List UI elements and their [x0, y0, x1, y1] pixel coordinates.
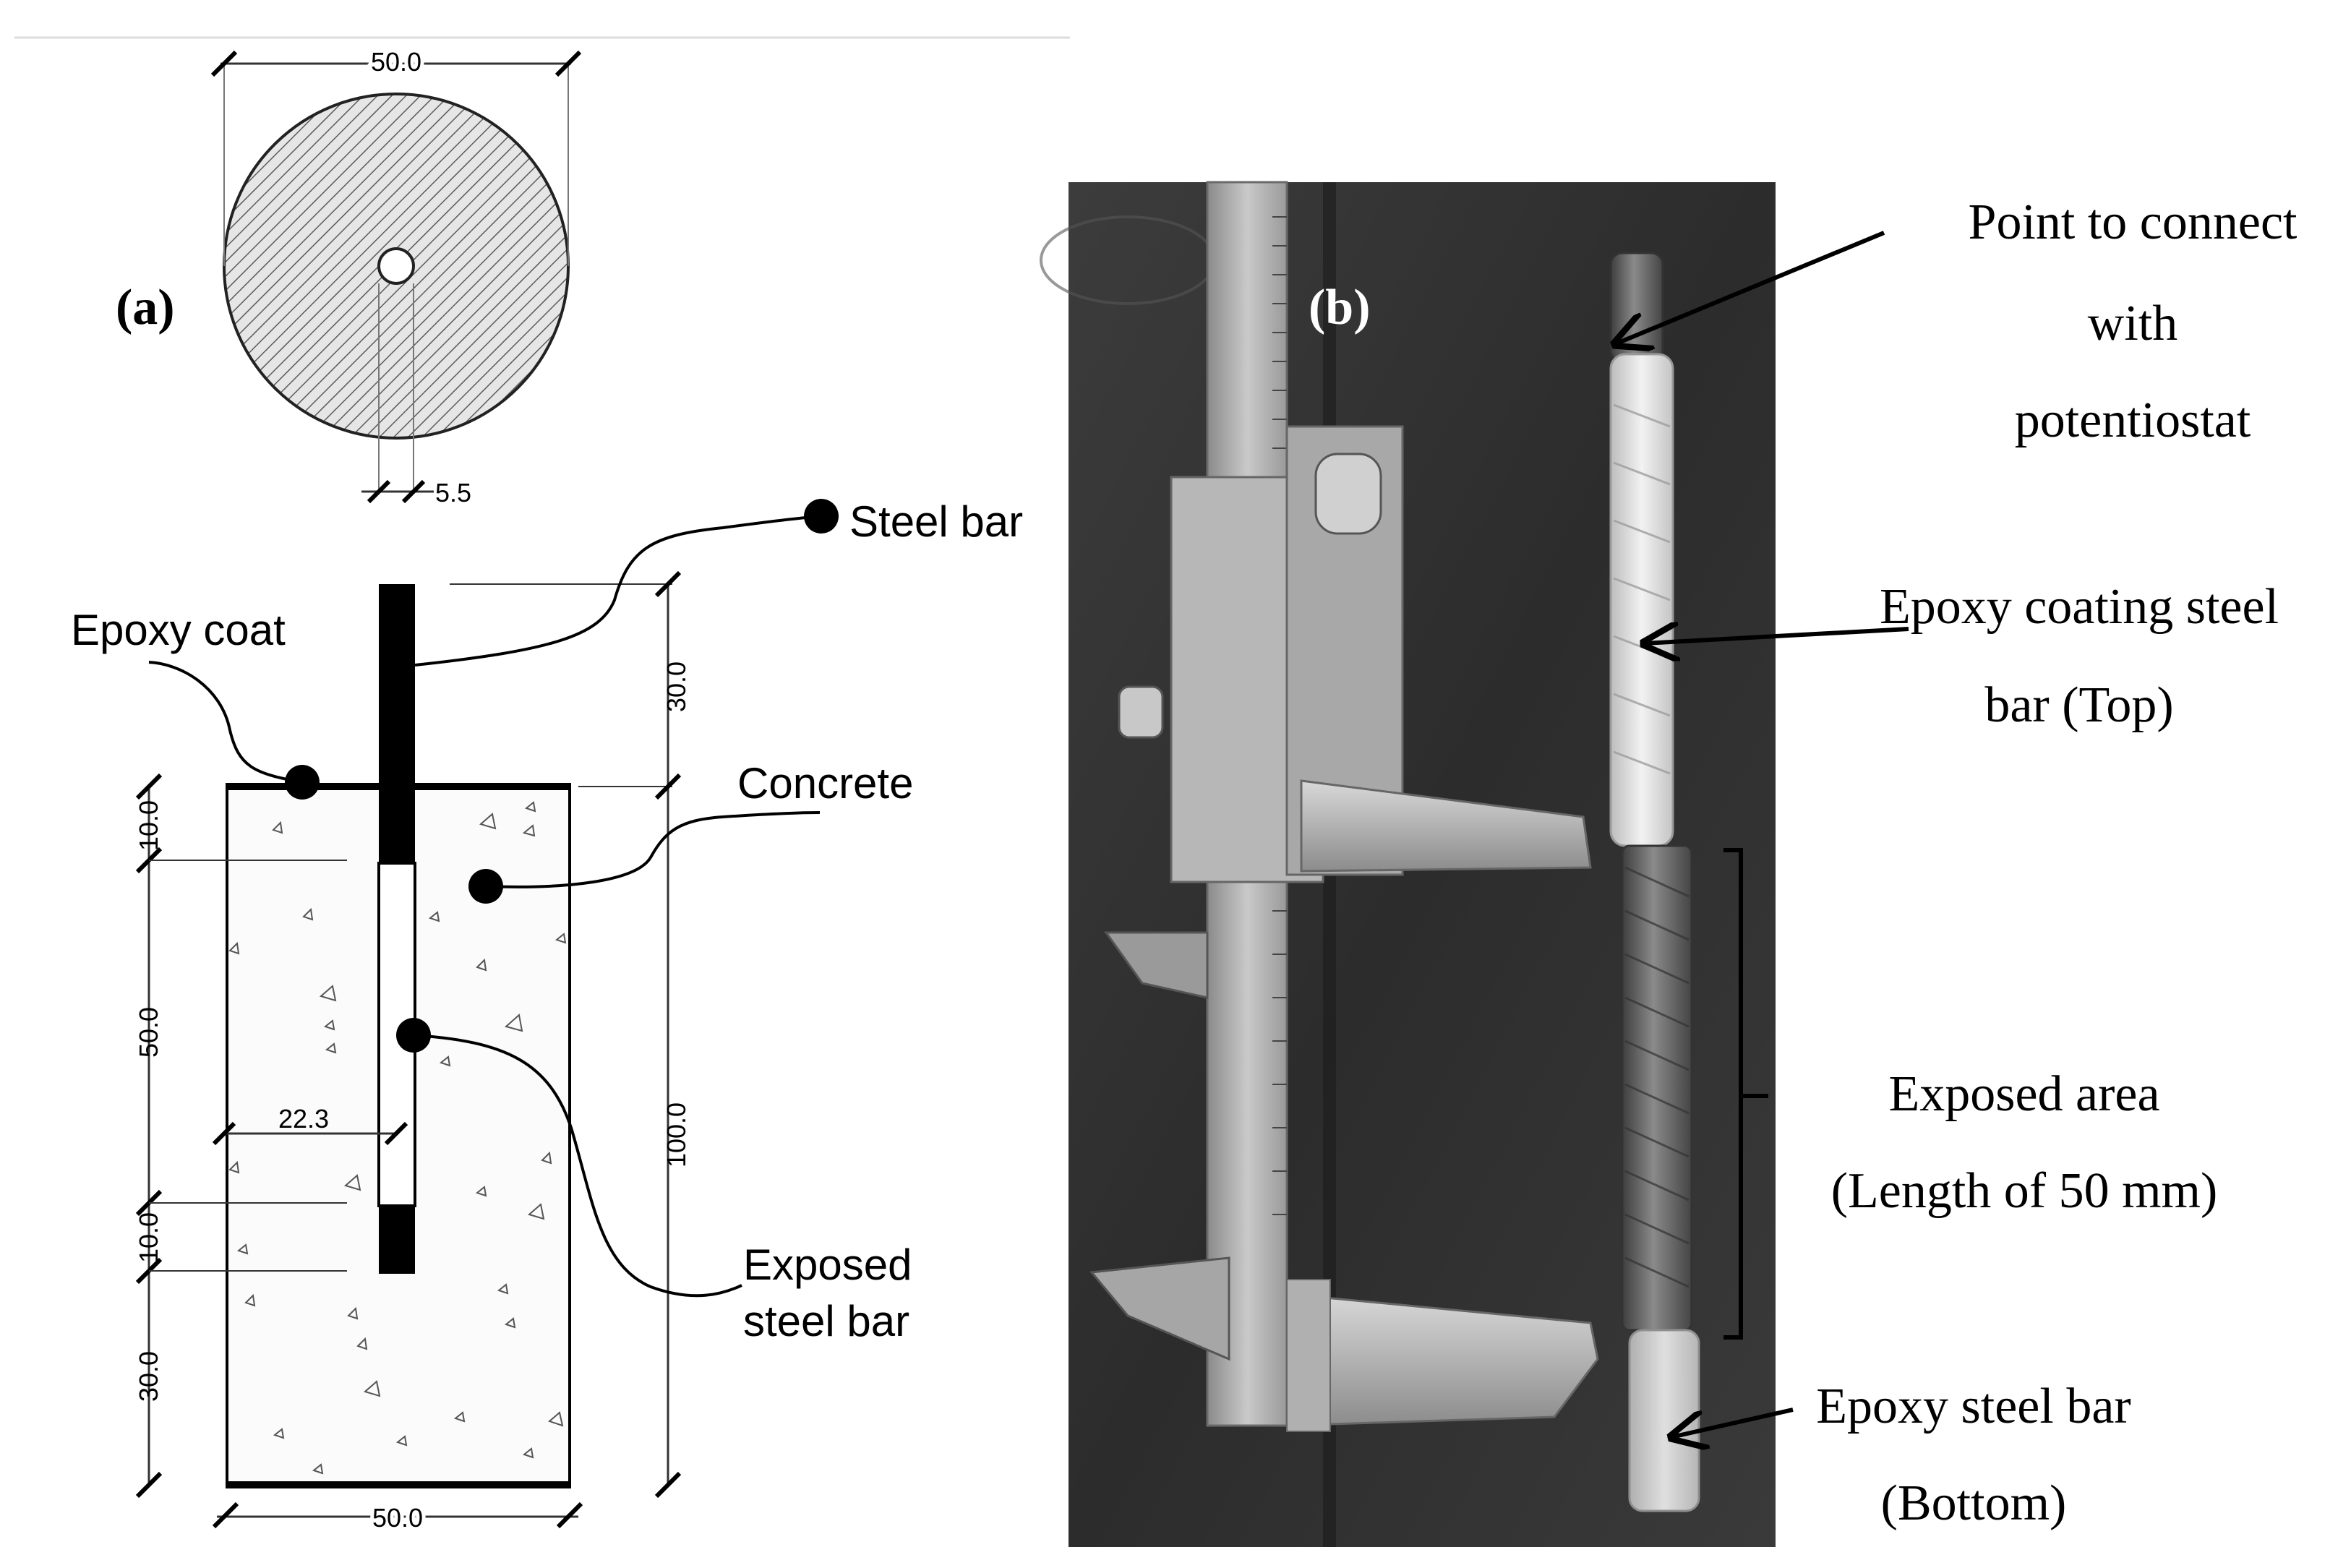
side-view: 10.0 50.0 10.0 30.0 22.3 30.0 100.0 50.0 [71, 497, 1023, 1536]
label-connect-line3: potentiostat [2015, 393, 2251, 448]
epoxy-coat-leader [148, 661, 303, 784]
exposed-bar-dot [396, 1018, 431, 1053]
dim-bar-diameter: 5.5 [435, 478, 471, 507]
label-exposed-line2: (Length of 50 mm) [1831, 1163, 2218, 1219]
label-connect-line1: Point to connect [1969, 194, 2298, 250]
bar-hole [377, 247, 415, 285]
panel-a: (a) 50.0 5.5 [71, 43, 1023, 1536]
exposed-bar-leader [413, 1034, 742, 1298]
label-concrete: Concrete [737, 759, 913, 807]
label-steel-bar: Steel bar [849, 497, 1023, 546]
dim-bottom-width: 50.0 [372, 1503, 423, 1533]
dim-coat-bottom: 10.0 [134, 1212, 163, 1263]
panel-a-label: (a) [116, 280, 175, 335]
exposed-bracket [1723, 848, 1768, 1340]
panel-b-label: (b) [1309, 280, 1371, 335]
steel-bar-coated-top [379, 584, 415, 863]
epoxy-coat-dot [285, 765, 320, 800]
rebar-connect-end [1609, 252, 1664, 363]
dim-offset: 22.3 [278, 1104, 329, 1134]
panel-b: (b) Point to connect with potentiostat E… [1040, 181, 2298, 1547]
label-epoxy-coat: Epoxy coat [71, 606, 286, 654]
dim-embed-top: 30.0 [661, 661, 691, 712]
label-bottom-line1: Epoxy steel bar [1816, 1379, 2131, 1434]
dim-height: 100.0 [661, 1102, 691, 1168]
steel-bar-coated-bottom [379, 1206, 415, 1274]
steel-bar-dot [804, 499, 839, 534]
label-coating-line1: Epoxy coating steel [1880, 579, 2279, 635]
label-coating-line2: bar (Top) [1984, 677, 2173, 733]
label-exposed-line2: steel bar [743, 1297, 909, 1345]
dim-exposed: 50.0 [134, 1007, 163, 1058]
steel-bar-leader [414, 515, 822, 667]
dim-top-diameter: 50.0 [371, 47, 421, 77]
annotations: Point to connect with potentiostat Epoxy… [1615, 194, 2298, 1531]
connect-arrow [1615, 231, 1885, 344]
dim-coat-top: 10.0 [134, 800, 163, 851]
concrete-leader [485, 811, 821, 888]
label-connect-line2: with [2088, 296, 2177, 351]
label-exposed-line1: Exposed [743, 1241, 912, 1289]
coating-arrow [1644, 629, 1909, 643]
concrete-dot [468, 869, 503, 904]
aggregate-marks [228, 801, 567, 1475]
rebar-epoxy-bottom [1628, 1329, 1700, 1512]
label-exposed-line1: Exposed area [1888, 1066, 2159, 1122]
bottom-arrow [1671, 1408, 1794, 1437]
label-bottom-line2: (Bottom) [1881, 1475, 2067, 1531]
specimen-photo: (b) [1040, 181, 1776, 1547]
dim-cover-bottom: 30.0 [134, 1351, 163, 1402]
top-view: 50.0 5.5 [210, 43, 582, 507]
caliper [1089, 181, 1599, 1432]
rebar-specimen [1609, 252, 1700, 1512]
